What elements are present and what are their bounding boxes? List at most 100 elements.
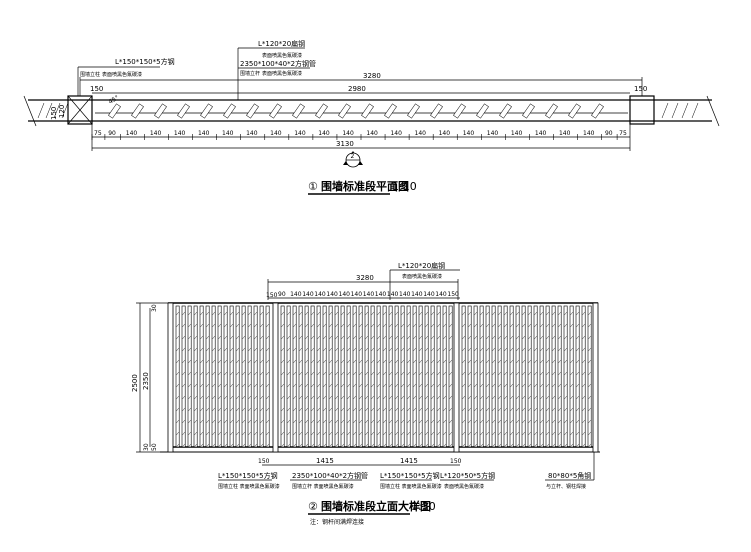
elev-bar-hatch bbox=[546, 347, 549, 352]
elev-bar-hatch bbox=[260, 311, 263, 316]
elev-bar-hatch bbox=[570, 443, 573, 448]
elev-bar bbox=[485, 305, 490, 448]
elev-bar-hatch bbox=[188, 383, 191, 388]
elev-bar-hatch bbox=[212, 383, 215, 388]
elev-bar-hatch bbox=[317, 371, 320, 376]
elev-bar-hatch bbox=[359, 431, 362, 436]
plan-break-left bbox=[23, 95, 37, 127]
elev-bar-hatch bbox=[287, 383, 290, 388]
elev-spacing-first: 150 bbox=[266, 292, 278, 299]
elev-bar-hatch bbox=[389, 431, 392, 436]
elev-bar-hatch bbox=[546, 323, 549, 328]
elev-bar-hatch bbox=[236, 311, 239, 316]
elev-bar-hatch bbox=[305, 335, 308, 340]
elev-bar-hatch bbox=[419, 443, 422, 448]
elev-bar-hatch bbox=[504, 395, 507, 400]
elev-bar-hatch bbox=[419, 383, 422, 388]
elev-bar-hatch bbox=[248, 371, 251, 376]
elev-bar-hatch bbox=[504, 323, 507, 328]
elev-bar-hatch bbox=[498, 371, 501, 376]
elev-bar-hatch bbox=[480, 431, 483, 436]
elev-bar-hatch bbox=[329, 371, 332, 376]
plan-slat bbox=[269, 103, 282, 119]
elev-bar-hatch bbox=[516, 323, 519, 328]
elev-bar-hatch bbox=[194, 395, 197, 400]
elev-bar-hatch bbox=[287, 395, 290, 400]
elev-bar-hatch bbox=[248, 323, 251, 328]
elev-spacing-label: 140 bbox=[411, 291, 423, 298]
plan-slat bbox=[223, 103, 236, 119]
elev-bar-hatch bbox=[425, 443, 428, 448]
plan-dim-bottom-total: 3130 bbox=[336, 140, 354, 148]
elev-bar-hatch bbox=[395, 323, 398, 328]
elev-bar-hatch bbox=[293, 431, 296, 436]
elev-bar-hatch bbox=[299, 431, 302, 436]
elev-bar-hatch bbox=[558, 407, 561, 412]
elev-bar-hatch bbox=[534, 383, 537, 388]
elev-bar-hatch bbox=[347, 419, 350, 424]
elev-bar-hatch bbox=[413, 395, 416, 400]
elev-bar bbox=[569, 305, 574, 448]
elev-bar-hatch bbox=[570, 383, 573, 388]
elev-bar-hatch bbox=[474, 443, 477, 448]
elev-bar-hatch bbox=[266, 419, 269, 424]
elev-bar-hatch bbox=[329, 311, 332, 316]
elev-bar-hatch bbox=[266, 347, 269, 352]
elev-bar-hatch bbox=[359, 347, 362, 352]
elev-bar-hatch bbox=[564, 335, 567, 340]
elev-bar-hatch bbox=[305, 347, 308, 352]
elev-bar-hatch bbox=[534, 419, 537, 424]
elev-bar-hatch bbox=[425, 383, 428, 388]
elev-bar-hatch bbox=[287, 443, 290, 448]
elev-bar-hatch bbox=[353, 431, 356, 436]
elev-bar-hatch bbox=[335, 335, 338, 340]
elev-bar-hatch bbox=[281, 383, 284, 388]
elev-bar bbox=[211, 305, 216, 448]
elev-bar-hatch bbox=[236, 431, 239, 436]
elev-bar bbox=[545, 305, 550, 448]
elev-bar-hatch bbox=[365, 323, 368, 328]
elev-bar bbox=[175, 305, 180, 448]
plan-callout-left-sub-a: 围墙立柱 bbox=[80, 71, 100, 78]
elev-bar bbox=[193, 305, 198, 448]
elev-height-inner: 2350 bbox=[142, 372, 150, 390]
elev-bar-hatch bbox=[516, 395, 519, 400]
elev-callout-3-sub: 围墙立柱 表面喷黑色氟碳漆 bbox=[380, 483, 442, 490]
elev-bar-hatch bbox=[395, 311, 398, 316]
elev-bar-hatch bbox=[293, 359, 296, 364]
elev-bar-hatch bbox=[558, 419, 561, 424]
elev-bar-hatch bbox=[188, 323, 191, 328]
elev-bar-hatch bbox=[218, 407, 221, 412]
elev-bar-hatch bbox=[353, 443, 356, 448]
elev-bar-hatch bbox=[576, 443, 579, 448]
elev-bar-hatch bbox=[498, 311, 501, 316]
elev-bar-hatch bbox=[323, 311, 326, 316]
elev-bar-hatch bbox=[449, 359, 452, 364]
elev-bar bbox=[418, 305, 423, 448]
plan-spacing-label: 140 bbox=[390, 130, 402, 137]
elev-height-top: 30 bbox=[151, 304, 158, 312]
elev-bar-hatch bbox=[552, 431, 555, 436]
elev-bar bbox=[400, 305, 405, 448]
elev-bar-hatch bbox=[516, 419, 519, 424]
elev-bar-hatch bbox=[299, 359, 302, 364]
elev-bar-hatch bbox=[194, 383, 197, 388]
elev-bar-hatch bbox=[281, 347, 284, 352]
elev-bar-hatch bbox=[365, 407, 368, 412]
elev-bar-hatch bbox=[558, 443, 561, 448]
elev-bar-hatch bbox=[224, 323, 227, 328]
elev-bar-hatch bbox=[293, 335, 296, 340]
elev-bar-hatch bbox=[401, 371, 404, 376]
elev-bar-hatch bbox=[266, 323, 269, 328]
elev-bar bbox=[265, 305, 270, 448]
plan-hatch-left bbox=[37, 102, 699, 119]
plan-spacing-label: 140 bbox=[583, 130, 595, 137]
elev-bar-hatch bbox=[266, 311, 269, 316]
elev-bar-hatch bbox=[486, 431, 489, 436]
elev-bar-hatch bbox=[242, 323, 245, 328]
elev-bar-hatch bbox=[341, 419, 344, 424]
elev-bar-hatch bbox=[182, 431, 185, 436]
plan-slat bbox=[591, 103, 604, 119]
elev-bar-hatch bbox=[558, 431, 561, 436]
